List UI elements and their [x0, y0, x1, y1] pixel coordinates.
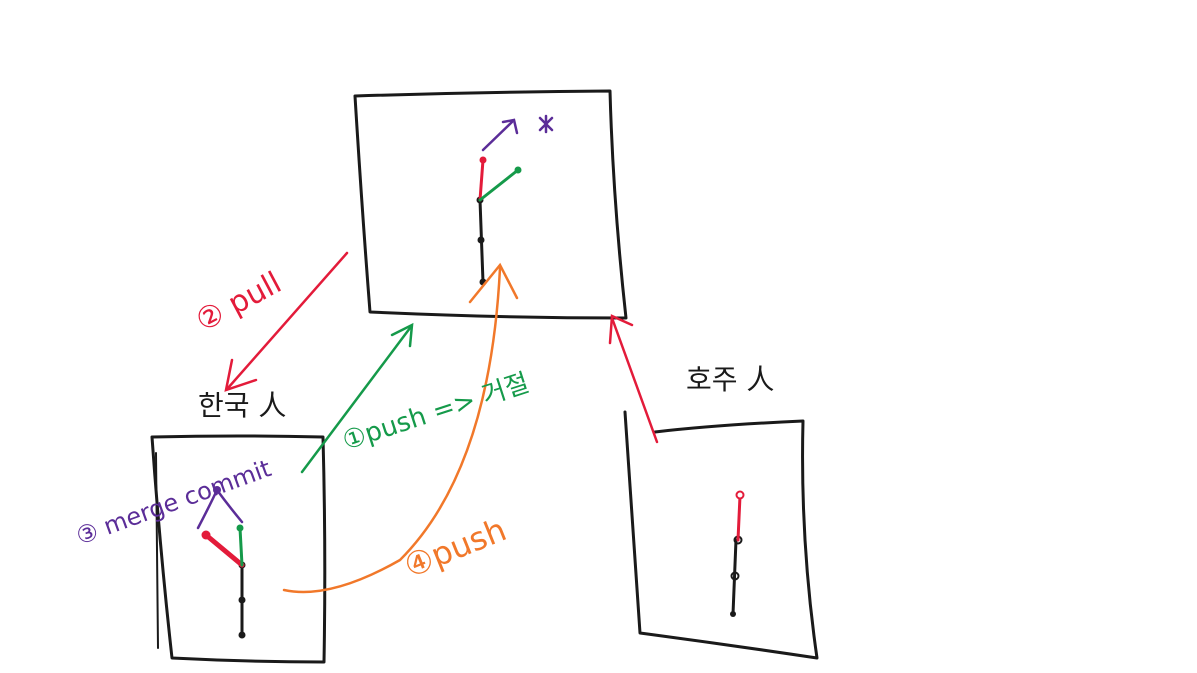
remote-repo-box [353, 89, 628, 320]
purple-arrow [481, 120, 514, 152]
australia-push-arrow [608, 314, 659, 444]
australia-repo-box [623, 410, 819, 660]
korea-commit-graph [196, 486, 246, 639]
push-final-arrow [282, 262, 519, 594]
pull-label: ② pull [190, 265, 287, 339]
korea-commit-red [201, 530, 211, 540]
korea-repo-box [150, 434, 327, 664]
pull-arrow [224, 251, 349, 392]
korea-commit-1 [238, 631, 246, 639]
korea-person-label: 한국 人 [198, 389, 286, 422]
korea-commit-green [236, 524, 244, 532]
australia-commit-graph [730, 490, 745, 617]
merge-commit-label: ③ merge commit [72, 454, 274, 550]
remote-commit-green [514, 166, 522, 174]
push-rejected-label: ①push => 거절 [339, 368, 533, 457]
push-final-label: ④push [399, 510, 512, 585]
australia-person-label: 호주 人 [686, 363, 774, 396]
korea-merge-commit [213, 486, 221, 494]
purple-star-mark [538, 114, 554, 134]
au-commit-2 [730, 571, 740, 581]
remote-commit-red [479, 156, 487, 164]
remote-commit-2 [477, 236, 485, 244]
korea-commit-2 [238, 596, 246, 604]
remote-commit-graph [476, 114, 554, 286]
au-commit-red [735, 490, 745, 500]
push-rejected-arrow [300, 322, 414, 474]
au-commit-1 [730, 611, 736, 617]
